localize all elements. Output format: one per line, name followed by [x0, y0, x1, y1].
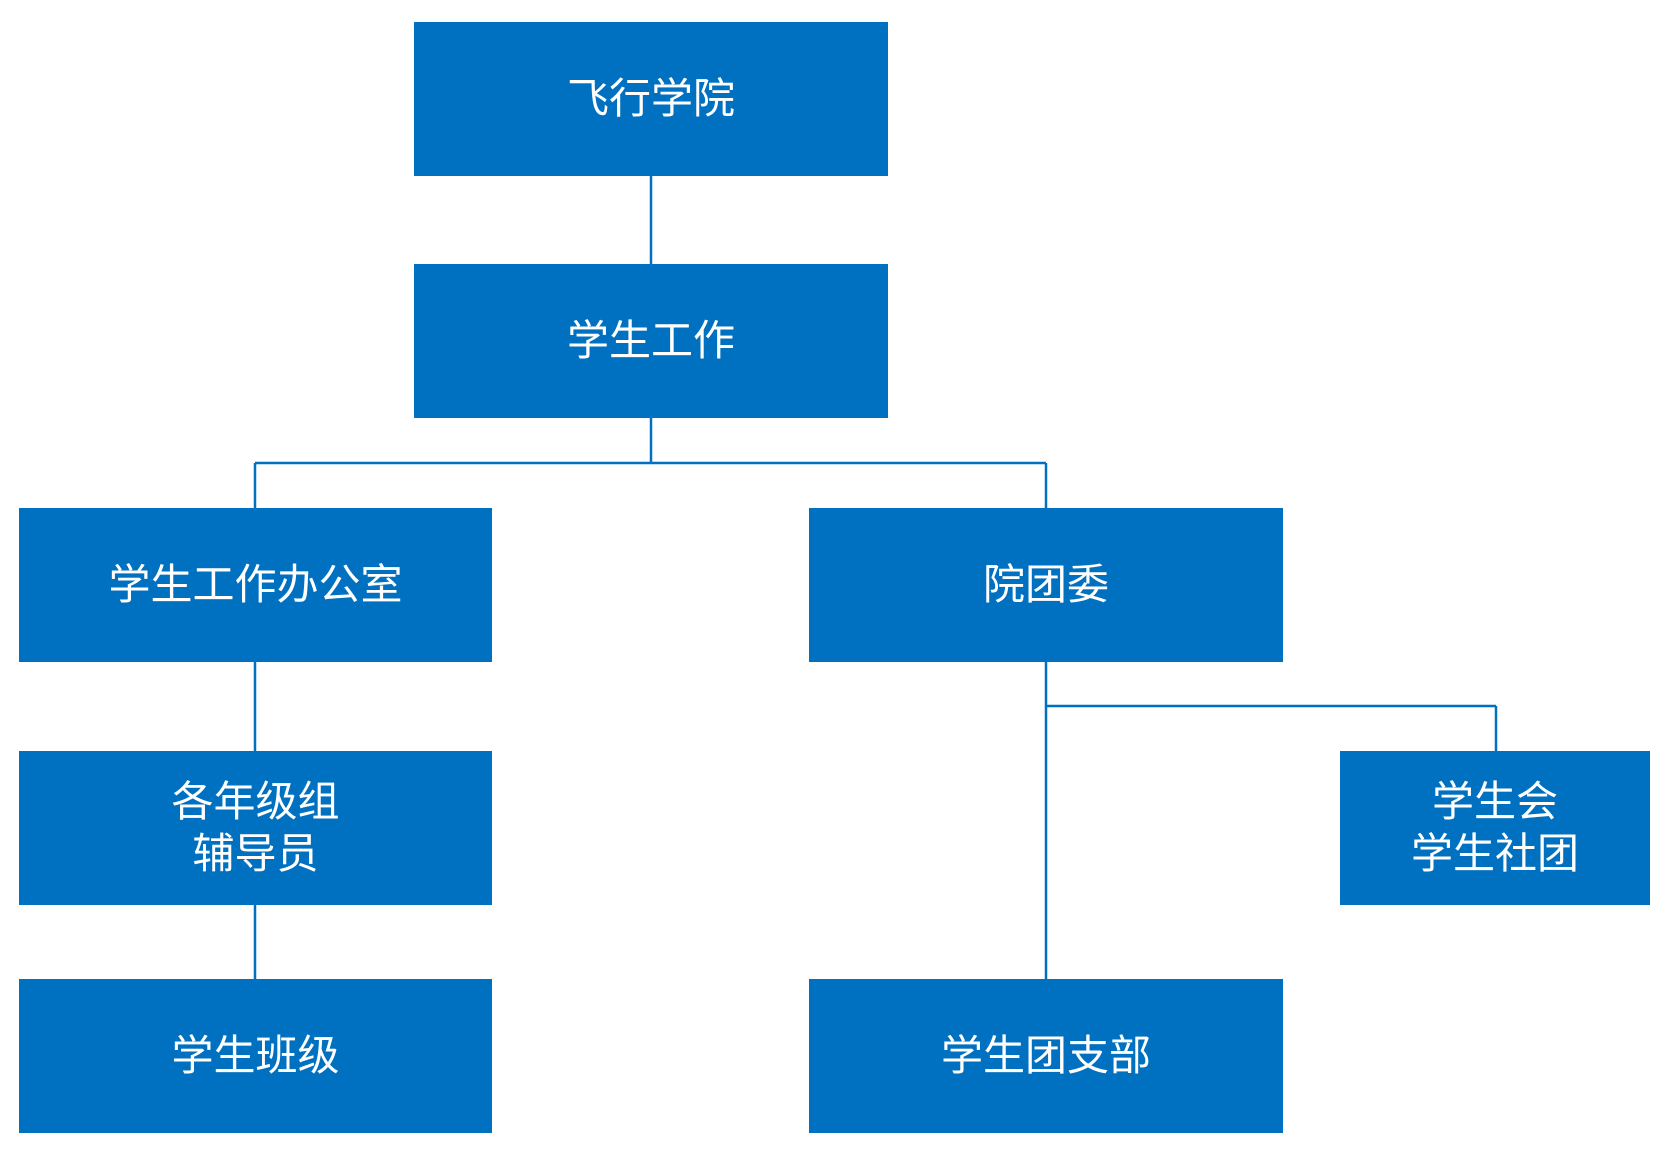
node-student-union-line1: 学生会 — [1431, 777, 1558, 826]
node-grade-counselors-line2: 辅导员 — [192, 829, 319, 878]
node-college-youth-league: 院团委 — [809, 508, 1283, 662]
node-student-union: 学生会 学生社团 — [1340, 751, 1650, 905]
node-grade-counselors: 各年级组 辅导员 — [19, 751, 492, 905]
node-flight-college: 飞行学院 — [414, 22, 888, 176]
node-student-affairs-office-label: 学生工作办公室 — [108, 560, 403, 609]
node-student-classes-label: 学生班级 — [171, 1031, 340, 1080]
node-student-affairs: 学生工作 — [414, 264, 888, 418]
node-student-union-line2: 学生社团 — [1410, 829, 1579, 878]
node-student-affairs-office: 学生工作办公室 — [19, 508, 492, 662]
node-college-youth-league-label: 院团委 — [982, 560, 1109, 609]
node-student-league-branch-label: 学生团支部 — [940, 1031, 1151, 1080]
node-student-league-branch: 学生团支部 — [809, 979, 1283, 1133]
node-flight-college-label: 飞行学院 — [566, 74, 735, 123]
node-student-classes: 学生班级 — [19, 979, 492, 1133]
node-student-affairs-label: 学生工作 — [566, 316, 735, 365]
node-grade-counselors-line1: 各年级组 — [171, 777, 340, 826]
